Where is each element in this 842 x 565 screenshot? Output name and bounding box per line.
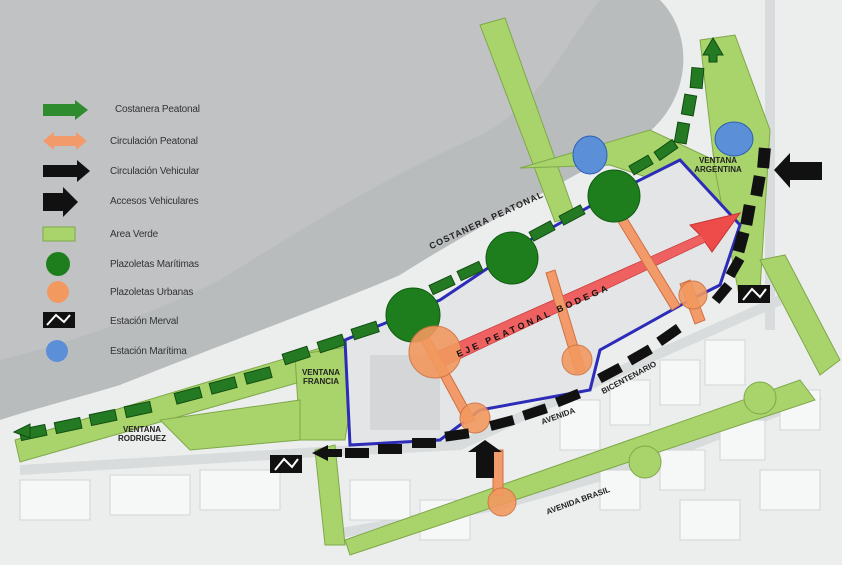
access-arrow-east [774, 153, 822, 188]
sea-texture [0, 0, 600, 360]
blue-circle-icon [572, 135, 608, 175]
legend-icons [42, 100, 90, 362]
legend-accesos-vehiculares: Accesos Vehiculares [110, 196, 199, 207]
vehicular-access-arrows [468, 153, 822, 478]
green-areas [14, 17, 841, 556]
label-ventana-argentina: VENTANA ARGENTINA [694, 156, 742, 174]
urban-plazas [408, 280, 708, 517]
merval-station-icon [43, 312, 75, 328]
legend-circulacion-peatonal: Circulación Peatonal [110, 136, 198, 147]
maritime-stations [572, 121, 754, 175]
green-circle-icon [485, 231, 539, 285]
avenida-bicentenario-street [19, 295, 783, 475]
black-arrow-icon [43, 160, 90, 182]
blue-circle-icon [714, 121, 754, 157]
legend-plazoletas-urbanas: Plazoletas Urbanas [110, 287, 194, 298]
legend-estacion-maritima: Estación Marítima [110, 346, 187, 357]
green-arrow-icon [43, 100, 88, 120]
legend-area-verde: Area Verde [110, 229, 159, 240]
green-ventana-rodriguez [158, 399, 301, 451]
vehicular-circulation [312, 147, 771, 461]
black-block-arrow-icon [43, 187, 78, 217]
blue-circle-icon [46, 340, 68, 362]
axis-highlight [430, 235, 705, 368]
costanera-peatonal-dashes [12, 37, 724, 442]
label-ventana-rodriguez: VENTANA RODRIGUEZ [118, 425, 166, 443]
label-ventana-francia: VENTANA FRANCIA [301, 368, 341, 386]
green-rectangle-icon [42, 226, 76, 242]
access-arrow-south [468, 440, 502, 478]
orange-circle-icon [487, 487, 517, 517]
merval-station-icon [738, 285, 770, 303]
green-circle-icon [587, 169, 641, 223]
orange-double-arrow-icon [43, 132, 87, 150]
orange-circle-icon [47, 281, 69, 303]
orange-circle-icon [408, 325, 462, 379]
merval-station-icon [270, 455, 302, 473]
green-strip-south [314, 444, 346, 546]
legend-estacion-merval: Estación Merval [110, 316, 179, 327]
avenue-roundabouts [628, 381, 777, 479]
green-strip-east-2 [759, 254, 841, 376]
green-avenida-brasil [344, 379, 816, 556]
green-circle-icon [46, 252, 70, 276]
legend-circulacion-vehicular: Circulación Vehicular [110, 166, 200, 177]
legend-costanera-peatonal: Costanera Peatonal [115, 104, 200, 115]
city-blocks [19, 339, 821, 541]
orange-circle-icon [678, 280, 708, 310]
orange-circle-icon [459, 402, 491, 434]
orange-circle-icon [561, 344, 593, 376]
legend-plazoletas-maritimas: Plazoletas Marítimas [110, 259, 199, 270]
merval-stations [270, 285, 770, 473]
